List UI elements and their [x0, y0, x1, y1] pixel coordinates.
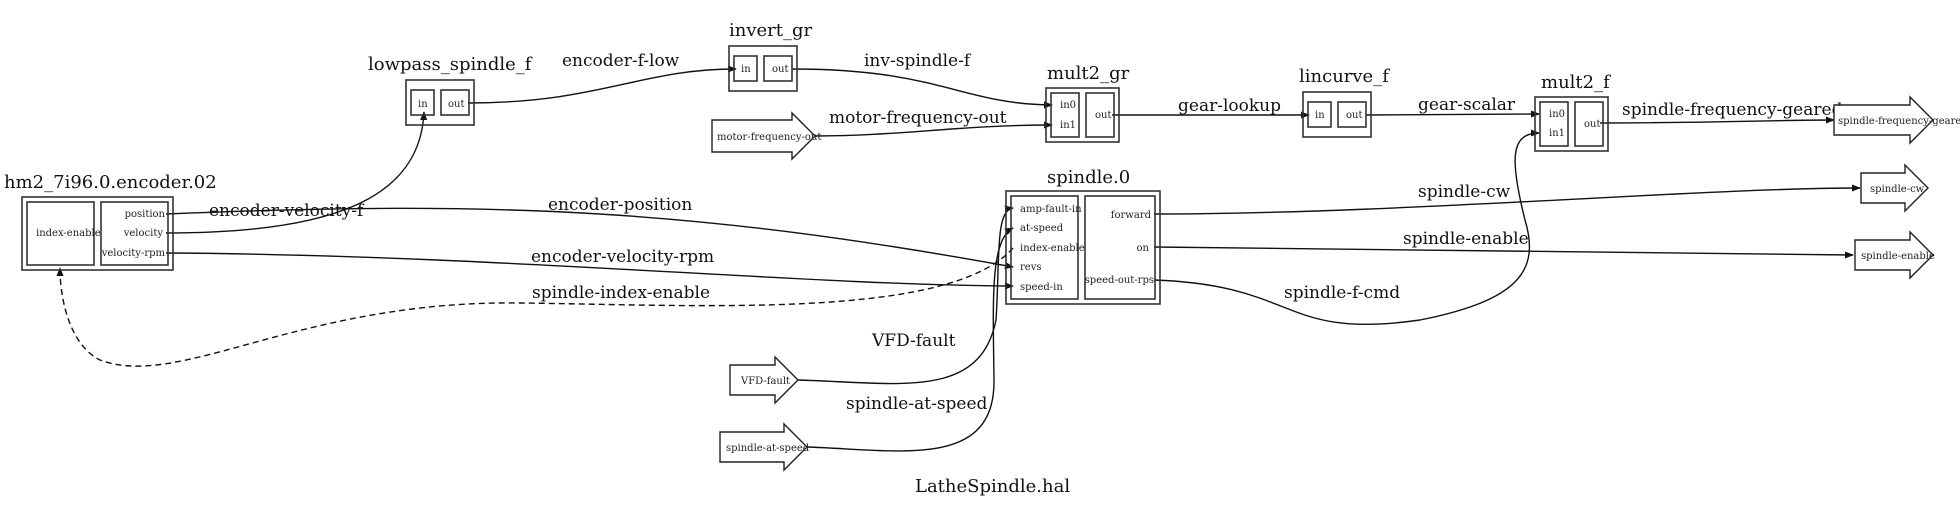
component-title: mult2_gr: [1047, 63, 1130, 84]
component-title: invert_gr: [729, 20, 813, 41]
net-label-spindle-f-cmd: spindle-f-cmd: [1284, 283, 1400, 303]
component-lincurve-f[interactable]: lincurve_f in out: [1299, 66, 1390, 138]
wire-gear-scalar[interactable]: [1365, 110, 1540, 118]
signal-out-spindle-frequency-geared[interactable]: spindle-frequency-geared: [1833, 95, 1960, 145]
component-title: hm2_7i96.0.encoder.02: [4, 172, 217, 193]
net-label-vfd-fault: VFD-fault: [871, 331, 956, 351]
component-mult2-gr[interactable]: mult2_gr in0 in1 out: [1045, 63, 1130, 143]
wire-encoder-velocity-f[interactable]: [165, 111, 428, 234]
pin-velocity[interactable]: velocity: [123, 228, 164, 239]
pin-at-speed[interactable]: at-speed: [1020, 223, 1064, 234]
component-title: lowpass_spindle_f: [368, 54, 533, 75]
svg-text:spindle-frequency-geared: spindle-frequency-geared: [1838, 116, 1960, 127]
pin-out[interactable]: out: [772, 64, 788, 75]
wire-vfd-fault[interactable]: [797, 205, 1014, 385]
net-label-spindle-at-speed: spindle-at-speed: [846, 394, 988, 414]
pin-in1[interactable]: in1: [1060, 120, 1076, 131]
pin-position[interactable]: position: [125, 209, 166, 220]
wire-encoder-position[interactable]: [165, 207, 1014, 270]
component-invert-gr[interactable]: invert_gr in out: [728, 20, 813, 92]
wires: [56, 65, 1861, 452]
signal-in-vfd-fault[interactable]: VFD-fault: [729, 355, 799, 405]
output-pins-box: [100, 201, 169, 266]
net-label-spindle-index-enable: spindle-index-enable: [532, 283, 710, 303]
wire-encoder-velocity-rpm[interactable]: [165, 252, 1014, 290]
svg-text:VFD-fault: VFD-fault: [740, 376, 790, 387]
wire-spindle-frequency-geared[interactable]: [1599, 116, 1835, 124]
signal-out-spindle-enable[interactable]: spindle-enable: [1854, 230, 1935, 280]
wire-spindle-enable[interactable]: [1153, 246, 1854, 259]
net-label-spindle-frequency-geared: spindle-frequency-geared: [1622, 100, 1843, 120]
pin-in[interactable]: in: [1315, 110, 1325, 121]
wire-encoder-f-low[interactable]: [467, 65, 737, 104]
net-label-encoder-velocity-f: encoder-velocity-f: [209, 201, 365, 221]
pin-amp-fault-in[interactable]: amp-fault-in: [1020, 204, 1082, 215]
pin-on[interactable]: on: [1137, 243, 1150, 254]
svg-text:spindle-cw: spindle-cw: [1870, 184, 1925, 195]
pin-revs[interactable]: revs: [1020, 262, 1041, 273]
component-title: lincurve_f: [1299, 66, 1390, 87]
pin-in0[interactable]: in0: [1060, 100, 1076, 111]
net-labels: encoder-velocity-f encoder-f-low inv-spi…: [209, 51, 1843, 414]
pin-speed-in[interactable]: speed-in: [1020, 282, 1063, 293]
pin-out[interactable]: out: [448, 99, 464, 110]
pin-in1[interactable]: in1: [1549, 128, 1565, 139]
component-lowpass-spindle-f[interactable]: lowpass_spindle_f in out: [368, 54, 533, 126]
pin-velocity-rpm[interactable]: velocity-rpm: [101, 248, 166, 259]
net-label-gear-lookup: gear-lookup: [1178, 96, 1281, 116]
net-label-encoder-position: encoder-position: [548, 195, 692, 215]
net-label-encoder-velocity-rpm: encoder-velocity-rpm: [531, 247, 714, 267]
net-label-motor-frequency-out: motor-frequency-out: [829, 108, 1007, 128]
pin-speed-out-rps[interactable]: speed-out-rps: [1085, 275, 1154, 286]
pin-index-enable[interactable]: index-enable: [36, 228, 101, 239]
input-pins-box: [26, 201, 95, 266]
net-label-spindle-cw: spindle-cw: [1418, 182, 1511, 202]
wire-spindle-f-cmd[interactable]: [1153, 129, 1540, 326]
signal-out-spindle-cw[interactable]: spindle-cw: [1860, 163, 1929, 213]
pin-in[interactable]: in: [741, 64, 751, 75]
signal-in-motor-frequency-out[interactable]: motor-frequency-out: [711, 111, 821, 161]
component-mult2-f[interactable]: mult2_f in0 in1 out: [1534, 72, 1611, 152]
svg-text:motor-frequency-out: motor-frequency-out: [717, 132, 821, 143]
net-label-encoder-f-low: encoder-f-low: [562, 51, 680, 71]
wire-spindle-index-enable[interactable]: [56, 247, 1014, 367]
pin-index-enable[interactable]: index-enable: [1020, 243, 1085, 254]
pin-out[interactable]: out: [1346, 110, 1362, 121]
wire-motor-frequency-out[interactable]: [814, 121, 1053, 137]
component-spindle[interactable]: spindle.0 amp-fault-in at-speed index-en…: [1005, 167, 1161, 305]
wire-spindle-at-speed[interactable]: [806, 227, 1014, 452]
pin-in0[interactable]: in0: [1549, 109, 1565, 120]
pin-out[interactable]: out: [1584, 119, 1600, 130]
wire-spindle-cw[interactable]: [1153, 184, 1861, 215]
net-label-spindle-enable: spindle-enable: [1403, 229, 1529, 249]
net-label-inv-spindle-f: inv-spindle-f: [864, 51, 972, 71]
diagram-title: LatheSpindle.hal: [915, 476, 1070, 497]
component-title: mult2_f: [1541, 72, 1611, 93]
pin-forward[interactable]: forward: [1111, 210, 1152, 221]
svg-text:spindle-enable: spindle-enable: [1861, 251, 1935, 262]
svg-text:spindle-at-speed: spindle-at-speed: [726, 443, 810, 454]
component-title: spindle.0: [1047, 167, 1130, 188]
signal-in-spindle-at-speed[interactable]: spindle-at-speed: [719, 422, 810, 472]
pin-in[interactable]: in: [418, 99, 428, 110]
wire-inv-spindle-f[interactable]: [791, 68, 1053, 109]
pin-out[interactable]: out: [1095, 110, 1111, 121]
net-label-gear-scalar: gear-scalar: [1418, 95, 1516, 115]
component-encoder[interactable]: hm2_7i96.0.encoder.02 index-enable posit…: [4, 172, 217, 271]
